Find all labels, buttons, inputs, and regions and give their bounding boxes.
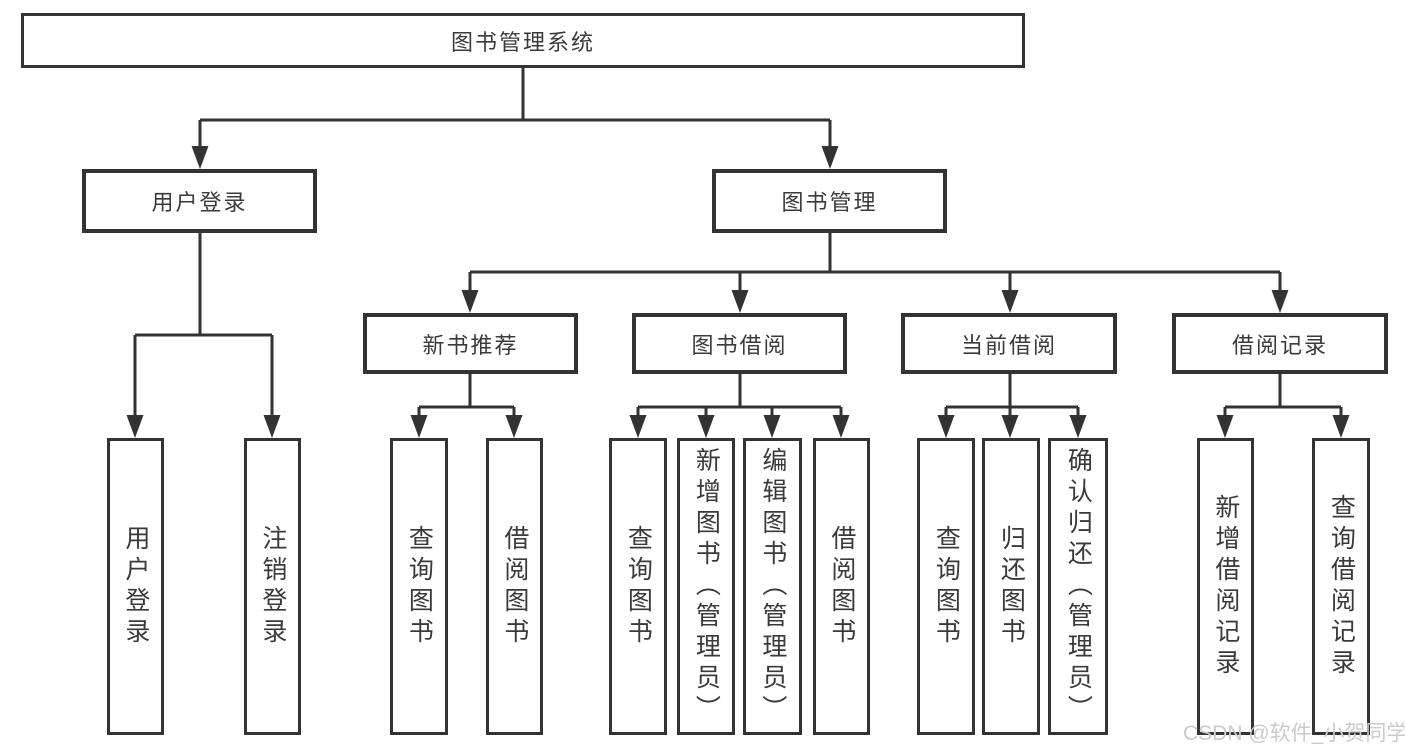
leaf-return-books-label: 归还图书 — [997, 524, 1026, 649]
leaf-query-books-recommend-label: 查询图书 — [405, 524, 434, 649]
node-book-borrow-label: 图书借阅 — [691, 332, 788, 358]
leaf-user-login-label: 用户登录 — [121, 524, 150, 649]
leaf-borrow-books-borrow-label: 借阅图书 — [827, 524, 856, 649]
leaf-logout-login: 注销登录 — [244, 438, 301, 735]
leaf-query-books-recommend: 查询图书 — [390, 438, 448, 735]
node-new-book-recommend: 新书推荐 — [363, 313, 578, 374]
node-current-borrow-label: 当前借阅 — [960, 332, 1057, 358]
arrow-shafts-leaves — [417, 407, 1343, 420]
arrowheads — [126, 146, 1350, 438]
node-user-login: 用户登录 — [82, 169, 317, 233]
arrow-shafts-level2 — [198, 120, 832, 151]
node-borrow-records: 借阅记录 — [1172, 313, 1388, 374]
leaf-borrow-books-recommend-label: 借阅图书 — [500, 524, 529, 649]
arrow-shafts-level3 — [468, 272, 1282, 295]
leaf-edit-books-admin: 编辑图书（管理员） — [743, 438, 802, 735]
leaf-query-borrow-record: 查询借阅记录 — [1312, 438, 1370, 735]
connector-root-rail — [200, 68, 830, 122]
leaf-borrow-books-recommend: 借阅图书 — [486, 438, 543, 735]
leaf-logout-login-label: 注销登录 — [258, 524, 287, 649]
leaf-borrow-books-borrow: 借阅图书 — [813, 438, 870, 735]
node-new-book-recommend-label: 新书推荐 — [422, 332, 519, 358]
node-root-label: 图书管理系统 — [450, 29, 595, 55]
leaf-return-books: 归还图书 — [982, 438, 1040, 735]
leaf-query-books-borrow: 查询图书 — [609, 438, 667, 735]
connector-book-mgmt-rail — [470, 233, 1280, 274]
node-user-login-label: 用户登录 — [151, 190, 248, 215]
leaf-query-books-current-label: 查询图书 — [932, 524, 961, 649]
leaf-confirm-return-admin-label: 确认归还（管理员） — [1064, 447, 1093, 726]
node-current-borrow: 当前借阅 — [901, 313, 1117, 374]
connector-user-login-rail — [135, 233, 272, 337]
connector-recommend-rail — [419, 374, 514, 409]
leaf-add-borrow-record-label: 新增借阅记录 — [1211, 493, 1240, 680]
csdn-watermark: CSDN @软件_小贺同学 — [1183, 722, 1405, 745]
leaf-add-books-admin: 新增图书（管理员） — [677, 438, 735, 735]
leaf-edit-books-admin-label: 编辑图书（管理员） — [758, 447, 787, 726]
node-book-borrow: 图书借阅 — [632, 313, 847, 374]
node-borrow-records-label: 借阅记录 — [1231, 332, 1328, 358]
arrow-shafts-user-leaves — [133, 335, 274, 420]
leaf-confirm-return-admin: 确认归还（管理员） — [1048, 438, 1108, 735]
node-book-management: 图书管理 — [712, 169, 947, 233]
connector-current-rail — [946, 374, 1078, 409]
node-root-system: 图书管理系统 — [21, 13, 1025, 68]
leaf-query-books-current: 查询图书 — [917, 438, 975, 735]
leaf-query-books-borrow-label: 查询图书 — [624, 524, 653, 649]
node-book-management-label: 图书管理 — [781, 190, 878, 215]
connector-records-rail — [1225, 374, 1341, 409]
leaf-query-borrow-record-label: 查询借阅记录 — [1327, 493, 1356, 680]
leaf-add-borrow-record: 新增借阅记录 — [1197, 438, 1254, 735]
connector-borrow-rail — [638, 374, 841, 409]
leaf-user-login: 用户登录 — [107, 438, 164, 735]
leaf-add-books-admin-label: 新增图书（管理员） — [692, 447, 721, 726]
